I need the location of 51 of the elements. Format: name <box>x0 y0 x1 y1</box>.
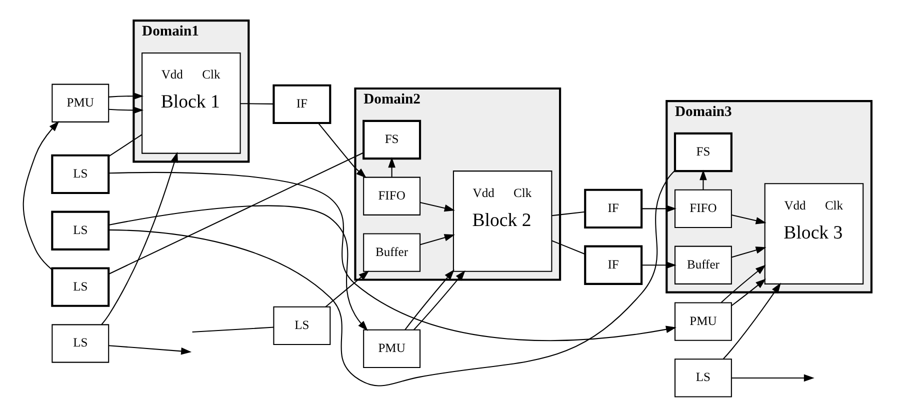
node-box: PMU <box>674 302 732 341</box>
arrow <box>388 157 395 178</box>
node-box: Buffer <box>674 246 732 284</box>
node-box: IF <box>584 245 642 285</box>
node-box: PMU <box>51 84 109 122</box>
arrow <box>699 170 706 190</box>
arrow <box>641 205 676 212</box>
arrow <box>420 202 454 212</box>
connector <box>551 211 585 216</box>
connector <box>192 326 274 333</box>
node-box: FIFO <box>362 176 420 216</box>
connector <box>108 134 142 157</box>
arrow <box>108 92 144 100</box>
node-box: PMU <box>362 329 420 368</box>
node-box: Buffer <box>362 233 420 272</box>
arrow <box>108 205 368 332</box>
arrow <box>722 282 780 360</box>
node-box: LS <box>50 154 110 194</box>
node-box: FS <box>673 132 732 172</box>
arrow <box>730 278 766 306</box>
arrow <box>317 122 366 178</box>
arrow <box>22 121 59 270</box>
node-box: LS <box>674 358 732 398</box>
connector <box>108 152 364 275</box>
arrow <box>420 234 454 246</box>
arrow <box>731 374 814 382</box>
node-box: FS <box>362 120 421 160</box>
connector <box>240 103 274 104</box>
node-box: LS <box>51 324 109 363</box>
arrow <box>324 270 369 308</box>
arrow <box>412 270 465 330</box>
node-box: LS <box>272 306 330 346</box>
node-box: IF <box>272 84 331 124</box>
arrow <box>720 264 766 303</box>
node-box: LS <box>50 210 110 250</box>
arrow <box>108 345 192 355</box>
arrow <box>404 269 454 330</box>
arrow <box>641 261 676 269</box>
node-box: FIFO <box>674 189 732 228</box>
node-box: Vdd Clk Block 1 <box>141 52 240 154</box>
connector <box>108 170 675 386</box>
node-box: LS <box>50 267 110 307</box>
node-box: Vdd Clk Block 3 <box>764 183 864 284</box>
arrow <box>108 172 676 342</box>
node-box: IF <box>584 188 642 229</box>
arrow <box>731 246 766 258</box>
connector <box>551 240 585 255</box>
node-box: Vdd Clk Block 2 <box>452 170 552 272</box>
arrow <box>108 106 144 114</box>
arrow <box>100 152 178 325</box>
arrow <box>731 214 766 224</box>
